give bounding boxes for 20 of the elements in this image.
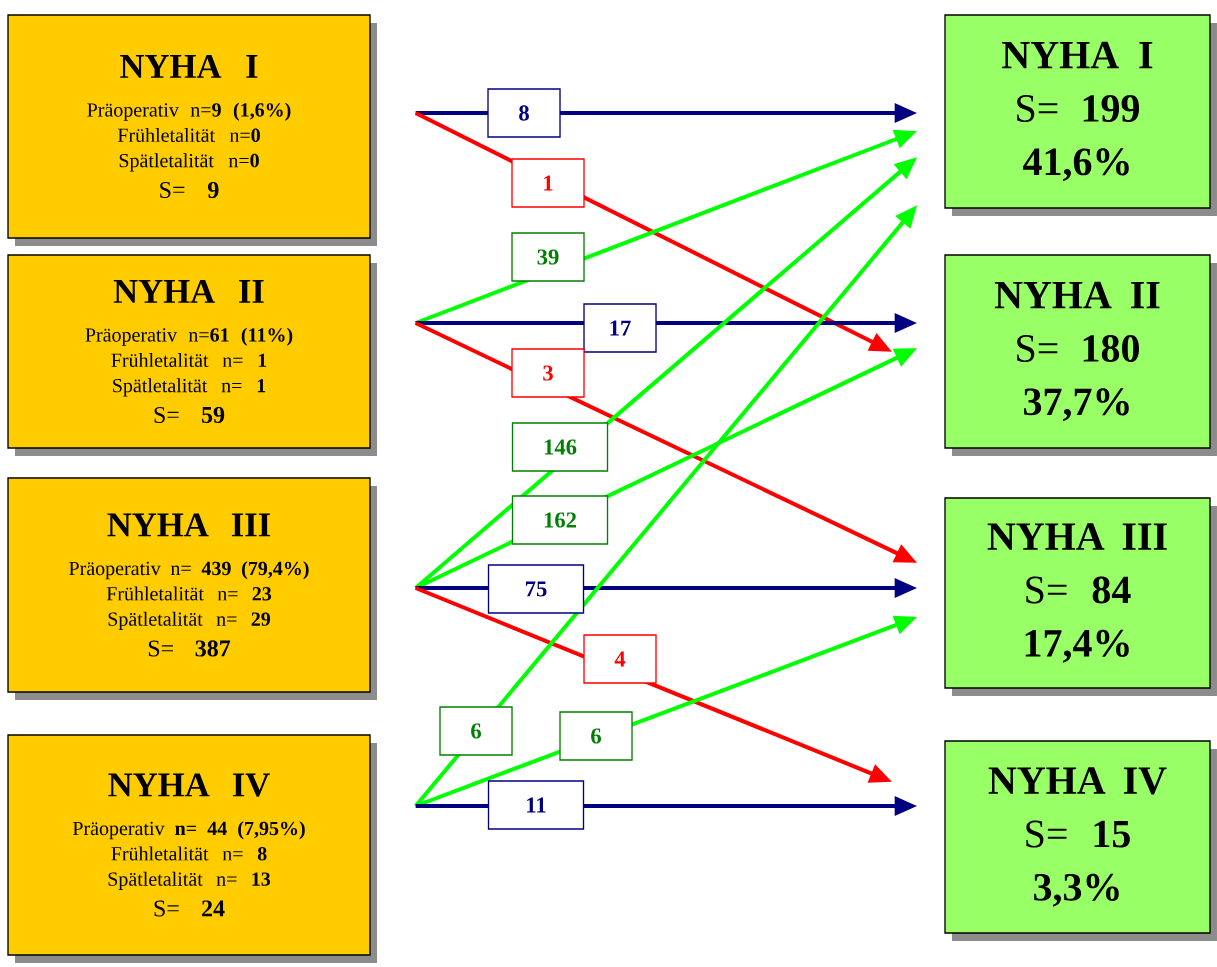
edge-label: 146 (511, 422, 609, 472)
result-box: NYHA I S= 199 41,6% (944, 14, 1217, 216)
edge-label: 75 (487, 564, 585, 614)
edge-label: 17 (583, 303, 657, 353)
edge-label: 11 (487, 780, 585, 830)
edge-label: 4 (583, 634, 657, 684)
result-box: NYHA III S= 84 17,4% (944, 497, 1217, 696)
class-box: NYHA IV Präoperativ n= 44 (7,95%) Frühletalität n= 8 Spätletalität n= 13 S= 24 (7, 734, 377, 963)
edge-label: 8 (487, 88, 561, 138)
class-box: NYHA III Präoperativ n= 439 (79,4%) Frühletalität n= 23 Spätletalität n= 29 S= 387 (7, 477, 377, 700)
class-box: NYHA I Präoperativ n=9 (1,6%) Frühletalität n=0 Spätletalität n=0 S= 9 (7, 14, 377, 246)
edge-label: 162 (511, 495, 609, 545)
edge-label: 1 (511, 158, 585, 208)
result-box: NYHA II S= 180 37,7% (944, 254, 1217, 456)
edge-label: 6 (439, 706, 513, 756)
edge-label: 6 (559, 711, 633, 761)
edge-label: 39 (511, 232, 585, 282)
edge-label: 3 (511, 348, 585, 398)
result-box: NYHA IV S= 15 3,3% (944, 740, 1217, 941)
class-box: NYHA II Präoperativ n=61 (11%) Frühletalität n= 1 Spätletalität n= 1 S= 59 (7, 254, 377, 456)
